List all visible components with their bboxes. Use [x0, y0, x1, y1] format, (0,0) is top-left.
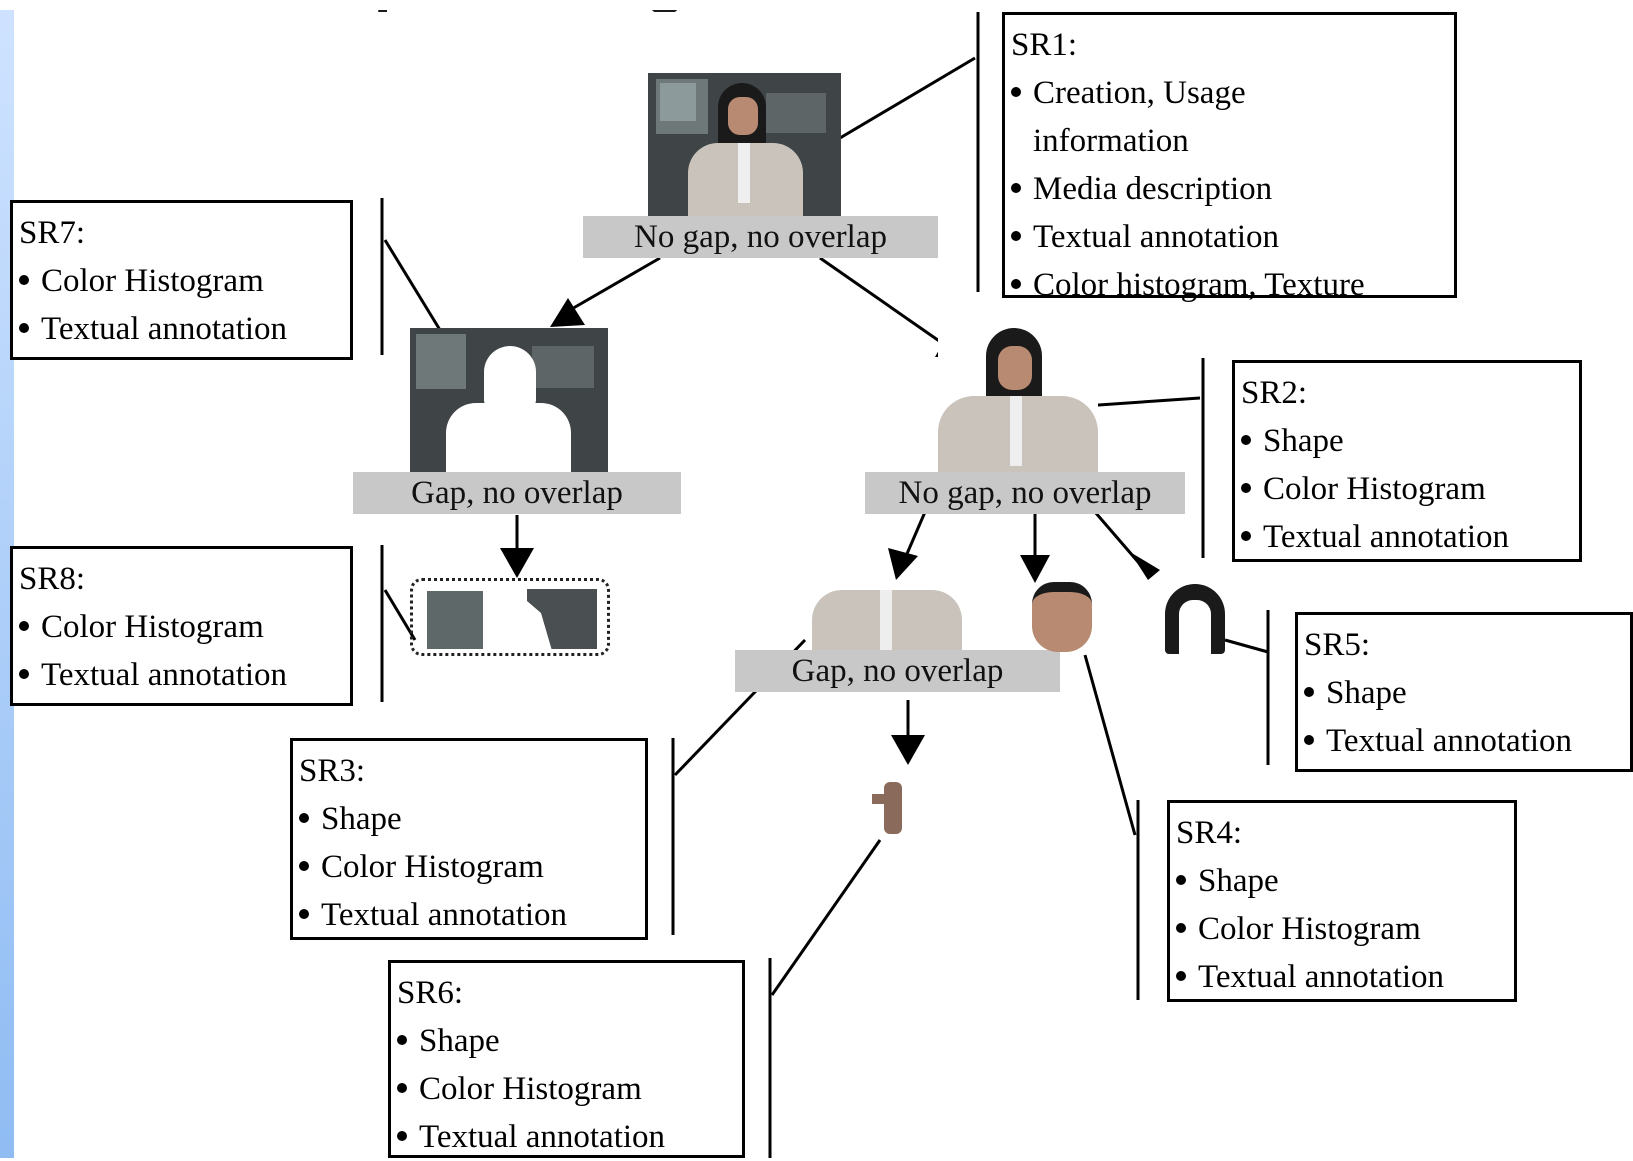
- person-face: [998, 346, 1032, 390]
- arrowhead-face: [1020, 555, 1050, 583]
- body-image: [812, 582, 962, 652]
- box-sr4: SR4: Shape Color Histogram Textual annot…: [1167, 800, 1517, 1002]
- box-sr7-title: SR7:: [19, 215, 86, 251]
- label-body: Gap, no overlap: [735, 650, 1060, 692]
- box-sr7: SR7: Color Histogram Textual annotation: [10, 200, 353, 360]
- box-sr7-item: Color Histogram: [19, 257, 342, 305]
- box-sr1-item: Color histogram, Texture: [1011, 261, 1446, 309]
- hand-finger: [872, 794, 894, 804]
- box-sr6-title: SR6:: [397, 975, 464, 1011]
- box-sr8-item: Color Histogram: [19, 603, 342, 651]
- box-sr3-title: SR3:: [299, 753, 366, 789]
- box-sr4-item: Textual annotation: [1176, 953, 1506, 1001]
- hand-shape: [884, 782, 902, 834]
- box-sr4-item: Color Histogram: [1176, 905, 1506, 953]
- box-sr1-item: Creation, Usage: [1011, 69, 1446, 117]
- box-sr6-item: Color Histogram: [397, 1065, 734, 1113]
- box-sr7-item: Textual annotation: [19, 305, 342, 353]
- box-sr5-item: Textual annotation: [1304, 717, 1622, 765]
- connector-sr5: [1224, 638, 1269, 654]
- box-sr4-title: SR4:: [1176, 815, 1243, 851]
- bg-monitor-left: [416, 334, 466, 389]
- box-sr3: SR3: Shape Color Histogram Textual annot…: [290, 738, 648, 940]
- region-monitor-left: [427, 591, 483, 649]
- monitor-right: [766, 93, 826, 133]
- box-sr6-item: Shape: [397, 1017, 734, 1065]
- box-sr3-item: Shape: [299, 795, 637, 843]
- person-collar: [1010, 396, 1022, 466]
- box-sr5-title: SR5:: [1304, 627, 1371, 663]
- arrowhead-hair: [1130, 552, 1160, 580]
- connector-sr1: [839, 56, 976, 140]
- arrowhead-body: [888, 548, 918, 580]
- label-root: No gap, no overlap: [583, 216, 938, 258]
- box-sr6: SR6: Shape Color Histogram Textual annot…: [388, 960, 745, 1158]
- box-sr2-item: Color Histogram: [1241, 465, 1571, 513]
- person-cutout-body: [446, 403, 571, 473]
- arrowhead-hand: [891, 735, 925, 765]
- body-collar: [880, 590, 892, 650]
- box-sr1-item-continued: information: [1033, 123, 1189, 159]
- box-sr5: SR5: Shape Textual annotation: [1295, 612, 1633, 772]
- arrowhead-regions: [500, 548, 534, 578]
- root-frame-image: [648, 73, 841, 218]
- box-sr2-item: Textual annotation: [1241, 513, 1571, 561]
- region-monitor-right: [527, 589, 597, 649]
- hair-face-cutout: [1179, 600, 1211, 654]
- hair-image: [1165, 584, 1225, 654]
- box-sr3-item: Textual annotation: [299, 891, 637, 939]
- box-sr3-item: Color Histogram: [299, 843, 637, 891]
- box-sr1-item: Media description: [1011, 165, 1446, 213]
- bg-monitor-right: [532, 346, 594, 388]
- background-image: [410, 328, 608, 473]
- background-regions-group: [410, 578, 610, 656]
- connector-sr7: [383, 239, 442, 331]
- person-cutout-head: [484, 346, 536, 408]
- arrow-root-to-person: [819, 256, 946, 347]
- box-sr1-item: Textual annotation: [1011, 213, 1446, 261]
- top-mask: [0, 0, 1633, 10]
- hand-image: [872, 782, 914, 837]
- box-sr8-title: SR8:: [19, 561, 86, 597]
- collar: [738, 143, 750, 203]
- box-sr4-item: Shape: [1176, 857, 1506, 905]
- person-image: [938, 328, 1098, 473]
- face-image: [1032, 582, 1092, 652]
- box-sr6-item: Textual annotation: [397, 1113, 734, 1161]
- connector-sr6: [770, 839, 882, 996]
- box-sr8-item: Textual annotation: [19, 651, 342, 699]
- box-sr5-item: Shape: [1304, 669, 1622, 717]
- face: [728, 97, 758, 135]
- monitor-left-screen: [660, 83, 696, 121]
- box-sr8: SR8: Color Histogram Textual annotation: [10, 546, 353, 706]
- connector-sr4: [1083, 654, 1137, 836]
- box-sr2: SR2: Shape Color Histogram Textual annot…: [1232, 360, 1582, 562]
- arrowhead-background: [550, 298, 585, 327]
- box-sr2-item: Shape: [1241, 417, 1571, 465]
- arrow-root-to-background: [569, 256, 661, 312]
- label-person: No gap, no overlap: [865, 472, 1185, 514]
- box-sr1: SR1: Creation, Usage information Media d…: [1002, 12, 1457, 303]
- label-background: Gap, no overlap: [353, 472, 681, 514]
- box-sr1-title: SR1:: [1011, 27, 1078, 63]
- box-sr2-title: SR2:: [1241, 375, 1308, 411]
